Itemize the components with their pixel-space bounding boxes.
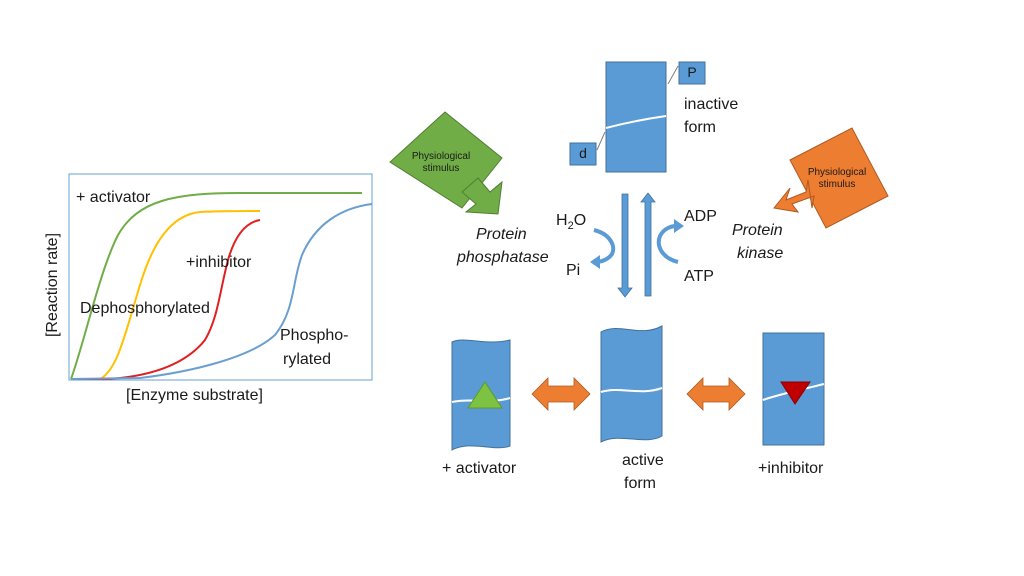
- inhibitor-form-label: +inhibitor: [758, 460, 824, 477]
- kinase-label-line2: kinase: [737, 245, 784, 262]
- h2o-h: H: [556, 212, 568, 229]
- inhibitor-curve-label: +inhibitor: [186, 254, 252, 271]
- active-form-label-line1: active: [622, 452, 664, 469]
- atp-label: ATP: [684, 268, 714, 285]
- d-box-label: d: [579, 145, 587, 161]
- phosphatase-label-line1: Protein: [476, 226, 527, 243]
- adp-label: ADP: [684, 208, 717, 225]
- inactive-form-label-line2: form: [684, 119, 716, 136]
- p-connector: [667, 65, 679, 85]
- dephosphorylated-curve: [71, 210, 261, 380]
- inactive-enzyme-split: [605, 115, 667, 129]
- d-connector: [596, 131, 606, 151]
- phosphorylated-curve-label-line1: Phospho-: [280, 327, 349, 344]
- activator-curve: [70, 192, 362, 380]
- activator-curve-label: + activator: [76, 189, 151, 206]
- up-arrow: [640, 192, 656, 297]
- h2o-label: H2O: [556, 212, 586, 232]
- activator-triangle: [467, 381, 503, 409]
- atp-to-adp-arrow: [656, 224, 679, 264]
- h2o-to-pi-arrow: [593, 228, 616, 264]
- right-stimulus-shape: [773, 127, 889, 229]
- activator-form-label: + activator: [442, 460, 517, 477]
- graph-x-axis-label: [Enzyme substrate]: [126, 387, 263, 404]
- dephosphorylated-curve-label: Dephosphorylated: [80, 300, 210, 317]
- kinase-label-line1: Protein: [732, 222, 783, 239]
- inactive-form-label-line1: inactive: [684, 96, 739, 113]
- graph-frame: [68, 173, 373, 381]
- p-box: [678, 61, 706, 85]
- h2o-subscript: 2: [567, 220, 574, 233]
- inhibitor-curve: [71, 219, 261, 380]
- d-box: [569, 142, 597, 166]
- inhibitor-triangle: [780, 381, 811, 405]
- active-form-label-line2: form: [624, 475, 656, 492]
- adp-arrowhead: [674, 219, 684, 233]
- p-box-label: P: [687, 64, 697, 80]
- h2o-o: O: [573, 212, 587, 229]
- right-stimulus-label: Physiological stimulus: [807, 167, 867, 190]
- left-stimulus-label: Physiological stimulus: [411, 151, 471, 174]
- phosphorylated-curve: [70, 203, 373, 380]
- pi-arrowhead: [590, 255, 600, 269]
- active-enzyme-split: [600, 387, 663, 393]
- phosphatase-label-line2: phosphatase: [457, 249, 549, 266]
- active-inhibitor-double-arrow: [686, 377, 746, 411]
- left-stimulus-shape: [389, 111, 503, 215]
- phosphorylated-curve-label-line2: rylated: [283, 351, 332, 368]
- pi-label: Pi: [566, 262, 581, 279]
- down-arrow: [617, 193, 633, 298]
- activator-active-double-arrow: [531, 377, 591, 411]
- graph-y-axis-label: [Reaction rate]: [44, 232, 61, 338]
- active-enzyme-block: [600, 325, 663, 443]
